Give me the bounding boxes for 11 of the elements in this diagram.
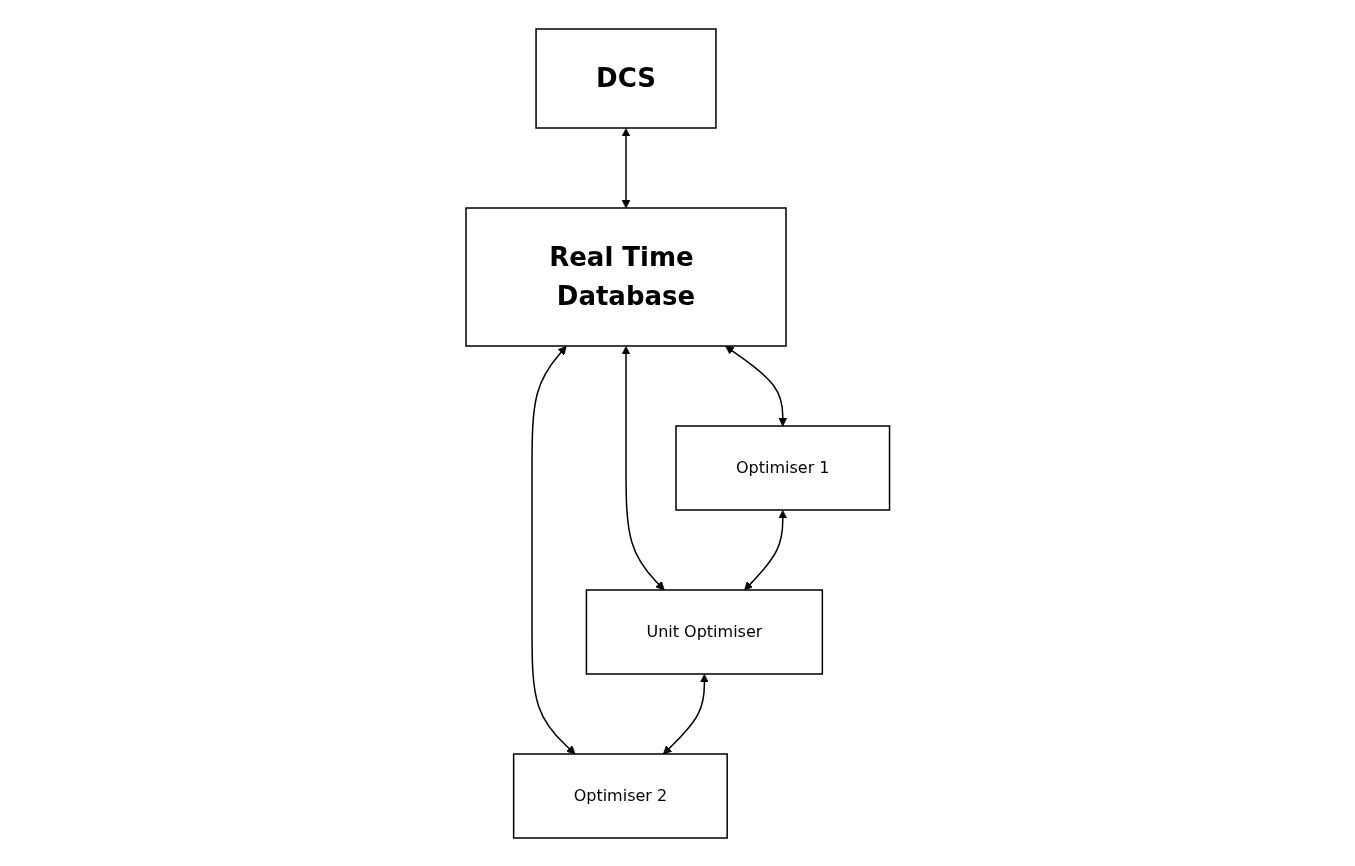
arrow — [743, 509, 787, 590]
arrow — [531, 345, 576, 754]
arrow — [621, 127, 631, 208]
node-box: DCS — [535, 27, 717, 129]
node-box: Real Time Database — [465, 206, 787, 347]
node-box: Optimiser 1 — [675, 424, 890, 511]
arrow — [724, 345, 787, 426]
arrow — [621, 345, 665, 590]
node-box: Unit Optimiser — [585, 588, 823, 675]
arrow — [662, 673, 709, 754]
node-box: Optimiser 2 — [512, 752, 728, 839]
